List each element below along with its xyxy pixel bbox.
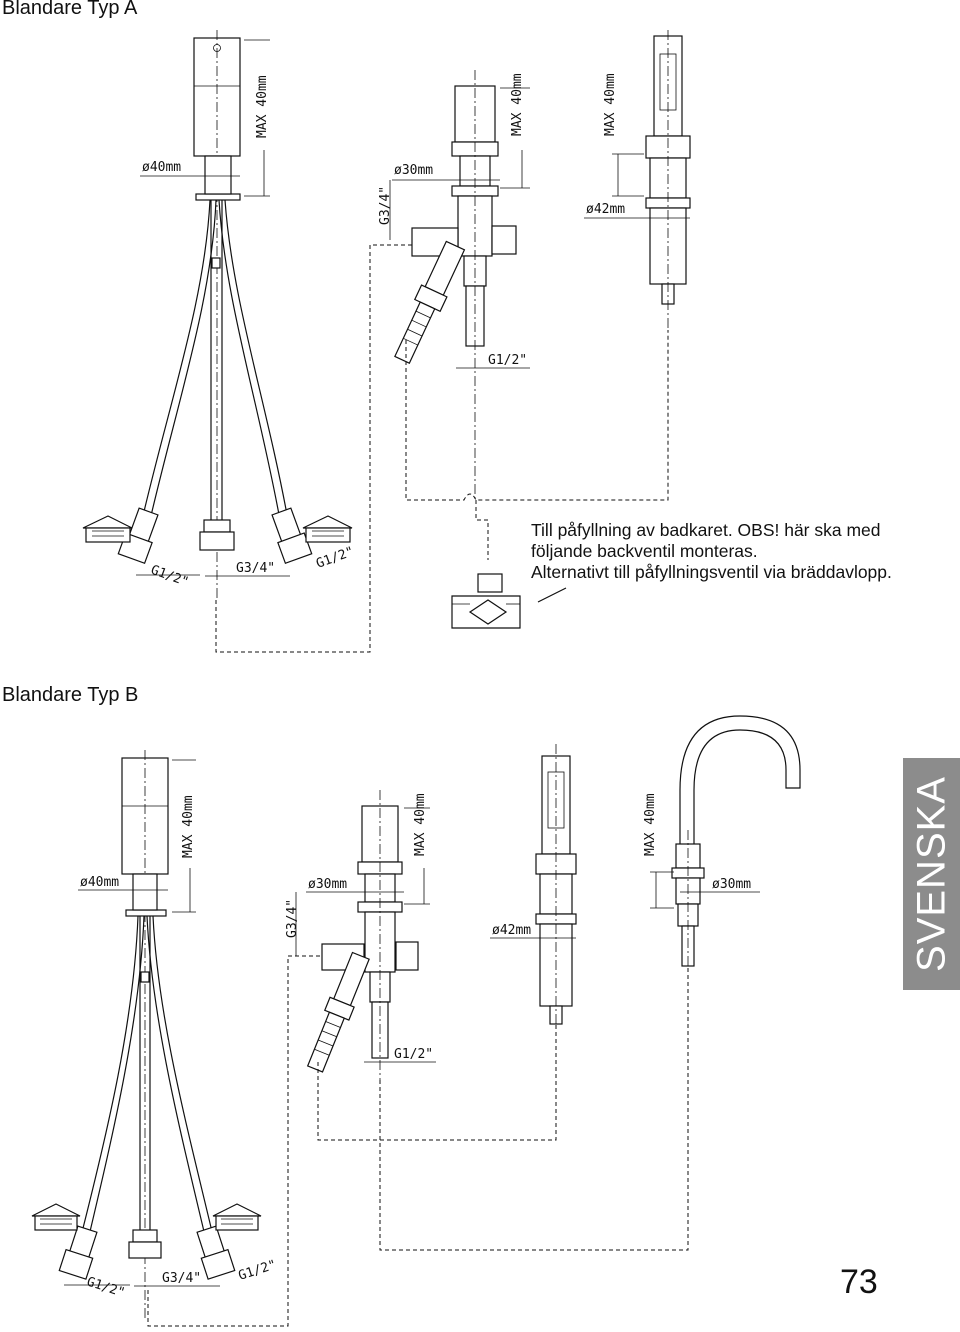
typ-a-g34-side-label: G3/4" <box>378 186 393 225</box>
typ-a-g34-bottom-label: G3/4" <box>236 561 275 576</box>
section-b-title: Blandare Typ B <box>2 684 139 706</box>
typ-b-lever-mixer: MAX 40mm ø40mm G1/2" G3/4" G1/2" <box>31 750 322 1327</box>
typ-a-d42-label: ø42mm <box>586 202 625 217</box>
section-a-title: Blandare Typ A <box>2 0 138 19</box>
typ-b-max1-label: MAX 40mm <box>181 795 196 858</box>
typ-b-g34-bottom-label: G3/4" <box>162 1271 201 1286</box>
typ-b-max4-label: MAX 40mm <box>643 793 658 856</box>
typ-a-max2-label: MAX 40mm <box>510 73 525 136</box>
typ-a-g12-left-label: G1/2" <box>149 563 191 590</box>
typ-b-g12-right-label: G1/2" <box>237 1257 279 1283</box>
typ-b-g12-left-label: G1/2" <box>85 1275 127 1301</box>
typ-b-spout: MAX 40mm ø30mm <box>643 715 801 970</box>
house-icon <box>302 515 353 543</box>
typ-a-g12-right-label: G1/2" <box>314 544 356 571</box>
house-icon <box>31 1203 81 1231</box>
note-line-3: Alternativt till påfyllningsventil via b… <box>531 562 892 582</box>
typ-b-g12-mid-label: G1/2" <box>394 1047 433 1062</box>
typ-b-d42-label: ø42mm <box>492 923 531 938</box>
typ-a-max3-label: MAX 40mm <box>603 73 618 136</box>
typ-b-d30-label: ø30mm <box>308 877 347 892</box>
note-line-1: Till påfyllning av badkaret. OBS! här sk… <box>531 520 881 540</box>
typ-b-max2-label: MAX 40mm <box>413 793 428 856</box>
typ-a-drawing: ø40mm MAX 40mm G1/2" G3/4" G1/2" <box>82 30 691 653</box>
typ-a-diverter-valve: MAX 40mm ø30mm G3/4" G1/2" <box>378 70 669 560</box>
filling-note: Till påfyllning av badkaret. OBS! här sk… <box>531 520 892 583</box>
language-tab: SVENSKA <box>903 758 960 990</box>
typ-a-check-valve <box>451 573 567 629</box>
typ-b-diverter-valve: MAX 40mm ø30mm G3/4" G1/2" <box>285 790 689 1251</box>
note-line-2: följande backventil monteras. <box>531 541 758 561</box>
typ-a-handshower: MAX 40mm ø42mm <box>584 30 691 330</box>
house-icon <box>82 515 133 543</box>
typ-b-drawing: MAX 40mm ø40mm G1/2" G3/4" G1/2" <box>31 715 801 1327</box>
typ-a-d30-label: ø30mm <box>394 163 433 178</box>
typ-b-g34-side-label: G3/4" <box>285 899 300 938</box>
typ-a-max1-label: MAX 40mm <box>255 75 270 138</box>
typ-b-d30-spout-label: ø30mm <box>712 877 751 892</box>
typ-a-d40-label: ø40mm <box>142 160 181 175</box>
typ-b-d40-label: ø40mm <box>80 875 119 890</box>
typ-a-g12-mid-label: G1/2" <box>488 353 527 368</box>
typ-a-lever-mixer: ø40mm MAX 40mm G1/2" G3/4" G1/2" <box>82 30 412 653</box>
house-icon <box>212 1203 262 1231</box>
typ-b-handshower: ø42mm <box>490 744 577 1030</box>
page-number: 73 <box>840 1263 878 1301</box>
